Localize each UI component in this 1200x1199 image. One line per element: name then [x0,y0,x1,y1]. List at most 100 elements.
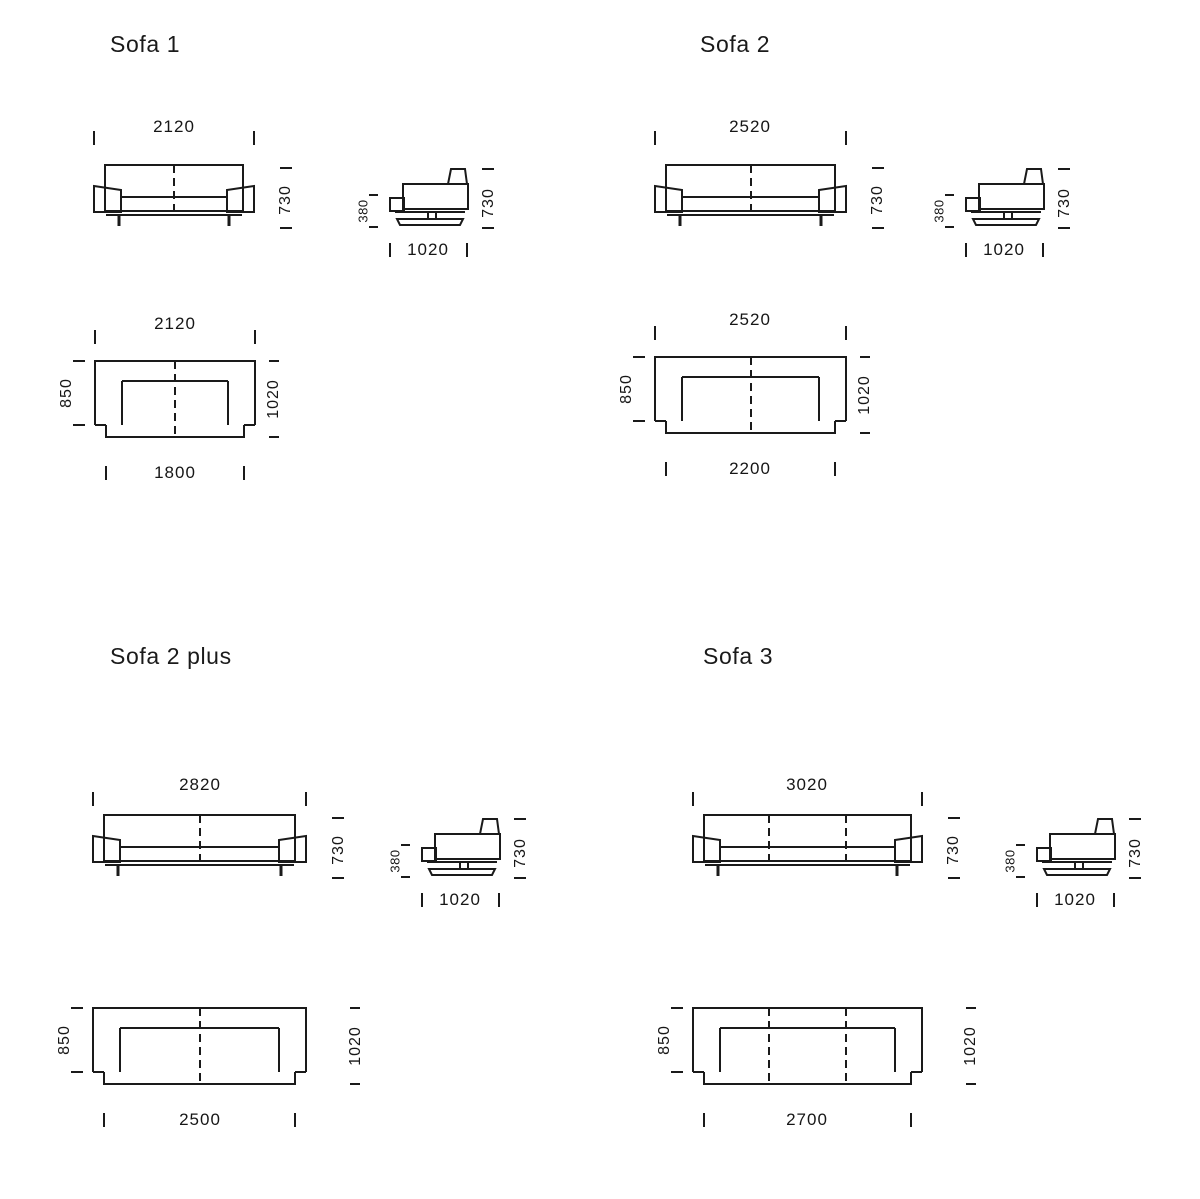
sofa-2-top-width-dim: 2520 [729,310,771,329]
sofa-4-top-arm-depth-ticks [671,1007,683,1073]
sofa-2-seat-width-dim: 2200 [729,459,771,478]
sofa-2-top-arm-depth-dim: 850 [618,374,635,404]
sofa-2-plus-top-depth-dim: 1020 [347,1026,364,1066]
sofa-1-side-foot-bar [395,218,465,226]
sofa-1-side-body [402,183,469,210]
sofa-2-seat-width-ticks [665,462,836,476]
sofa-1-front-legs [117,215,231,226]
sofa-2-top-seat-front [665,421,836,434]
sofa-3-front-left-arm [92,834,121,863]
sofa-3-side-foot-stem [459,862,469,869]
sofa-4-top-outline [692,1007,923,1072]
sofa-3-top-arm-inner-lines [119,1028,280,1072]
sofa-1-seat-width-dim: 1800 [154,463,196,482]
sofa-3-side-seat-height-dim: 380 [1002,849,1018,873]
sofa-2-side-seat-height-dim: 380 [931,199,947,223]
sofa-4-front-height-ticks [948,817,960,879]
sofa-3-title: Sofa 3 [703,643,774,669]
sofa-1-side-foot-stem [427,212,437,219]
sofa-1-top-arm-depth-dim: 850 [58,378,75,408]
sofa-1-front-width-dim: 2120 [153,117,195,136]
sofa-2-top-width-ticks [654,326,847,340]
sofa-3-seat-width-ticks [103,1113,296,1127]
sofa-3-side-arm [421,847,437,862]
sofa-3-front-width-dim: 3020 [786,775,828,794]
sofa-1-top-depth-dim: 1020 [265,379,282,419]
sofa-3-side-seat-height-ticks [401,844,410,878]
sofa-3-front-height-ticks [332,817,344,879]
sofa-1-top-depth-ticks [269,360,279,438]
sofa-2-plus-front-height-dim: 730 [330,835,347,865]
sofa-1-side-depth-ticks [389,243,468,257]
sofa-4-front-width-ticks [692,792,923,806]
sofa-1-side-arm [389,197,405,212]
sofa-1-side-height-ticks [482,168,494,229]
sofa-4-side-seat-height-ticks [1016,844,1025,878]
sofa-2-top-arm-inner-lines [681,377,820,421]
sofa-3-side-foot-bar [427,868,497,876]
sofa-4-seat-width-ticks [703,1113,912,1127]
sofa-2-front-right-arm [818,184,847,213]
sofa-3-front-right-arm [278,834,307,863]
sofa-3-top-arm-depth-dim: 850 [656,1025,673,1055]
sofa-1-side-seat-height-ticks [369,194,378,228]
sofa-2-side-body [978,183,1045,210]
sofa-2-front-height-dim: 730 [869,185,886,215]
sofa-4-front-left-arm [692,834,721,863]
sofa-2-top-arm-depth-ticks [633,356,645,422]
sofa-2-plus-title: Sofa 2 plus [110,643,232,669]
sofa-1-front-left-arm [93,184,122,213]
sofa-3-front-width-ticks [92,792,307,806]
sofa-3-side-body [434,833,501,860]
sofa-2-front-height-ticks [872,167,884,229]
sofa-1-side-height-dim: 730 [480,188,497,218]
sofa-3-front-legs [116,865,283,876]
sofa-2-side-foot-bar [971,218,1041,226]
sofa-1-top-seat-front [105,425,245,438]
sofa-2-side-depth-ticks [965,243,1044,257]
sofa-2-side-height-ticks [1058,168,1070,229]
sofa-4-side-foot-bar [1042,868,1112,876]
sofa-3-top-seat-front [103,1072,296,1085]
sofa-4-top-arm-inner-lines [719,1028,896,1072]
sofa-3-top-depth-dim: 1020 [962,1026,979,1066]
sofa-4-side-arm [1036,847,1052,862]
sofa-3-front-height-dim: 730 [945,835,962,865]
sofa-1-side-depth-dim: 1020 [407,240,449,259]
sofa-2-plus-seat-width-dim: 2500 [179,1110,221,1129]
sofa-1-side-backrest [446,168,469,185]
sofa-1-front-right-arm [226,184,255,213]
sofa-4-front-legs [716,865,899,876]
sofa-1-top-width-dim: 2120 [154,314,196,333]
sofa-4-side-height-ticks [1129,818,1141,879]
sofa-3-side-backrest [478,818,501,835]
sofa-2-top-depth-ticks [860,356,870,434]
sofa-2-plus-top-arm-depth-dim: 850 [56,1025,73,1055]
sofa-1-top-arm-inner-lines [121,381,229,425]
sofa-1-front-height-dim: 730 [277,185,294,215]
sofa-1-top-arm-depth-ticks [73,360,85,426]
sofa-3-top-depth-ticks [350,1007,360,1085]
sofa-3-side-height-ticks [514,818,526,879]
sofa-4-top-depth-ticks [966,1007,976,1085]
sofa-3-seat-width-dim: 2700 [786,1110,828,1129]
sofa-2-side-backrest [1022,168,1045,185]
sofa-2-plus-side-height-dim: 730 [512,838,529,868]
sofa-4-top-seat-front [703,1072,912,1085]
sofa-2-title: Sofa 2 [700,31,771,57]
sofa-3-top-arm-depth-ticks [71,1007,83,1073]
sofa-2-side-depth-dim: 1020 [983,240,1025,259]
sofa-4-front-right-arm [894,834,923,863]
sofa-4-side-body [1049,833,1116,860]
sofa-1-front-width-ticks [93,131,255,145]
sofa-2-side-foot-stem [1003,212,1013,219]
sofa-2-plus-side-depth-dim: 1020 [439,890,481,909]
sofa-1-top-width-ticks [94,330,256,344]
sofa-2-top-depth-dim: 1020 [856,375,873,415]
sofa-1-title: Sofa 1 [110,31,181,57]
sofa-1-front-height-ticks [280,167,292,229]
sofa-3-side-height-dim: 730 [1127,838,1144,868]
sofa-4-side-foot-stem [1074,862,1084,869]
sofa-2-front-left-arm [654,184,683,213]
